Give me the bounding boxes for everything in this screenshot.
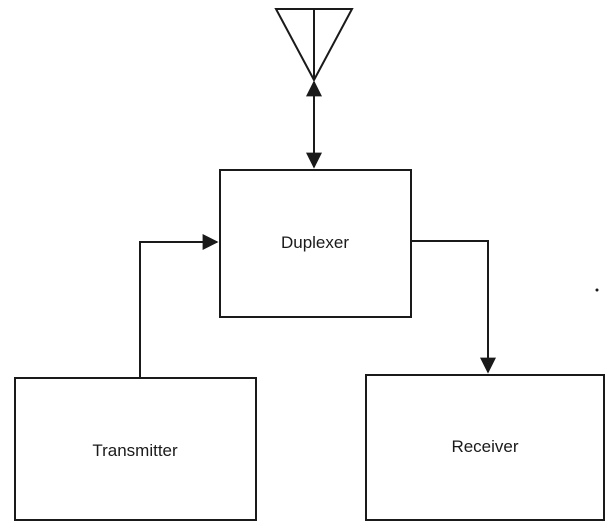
duplexer-label: Duplexer: [281, 233, 349, 252]
transmitter-to-duplexer-arrow: [139, 234, 219, 377]
receiver-label: Receiver: [451, 437, 518, 456]
transmitter-label: Transmitter: [92, 441, 178, 460]
duplexer-to-receiver-arrow: [411, 240, 496, 374]
transmitter-block: Transmitter: [14, 377, 257, 521]
antenna-icon: [274, 8, 354, 83]
stray-dot: [595, 288, 599, 292]
duplexer-block: Duplexer: [219, 169, 412, 318]
receiver-block: Receiver: [365, 374, 605, 521]
